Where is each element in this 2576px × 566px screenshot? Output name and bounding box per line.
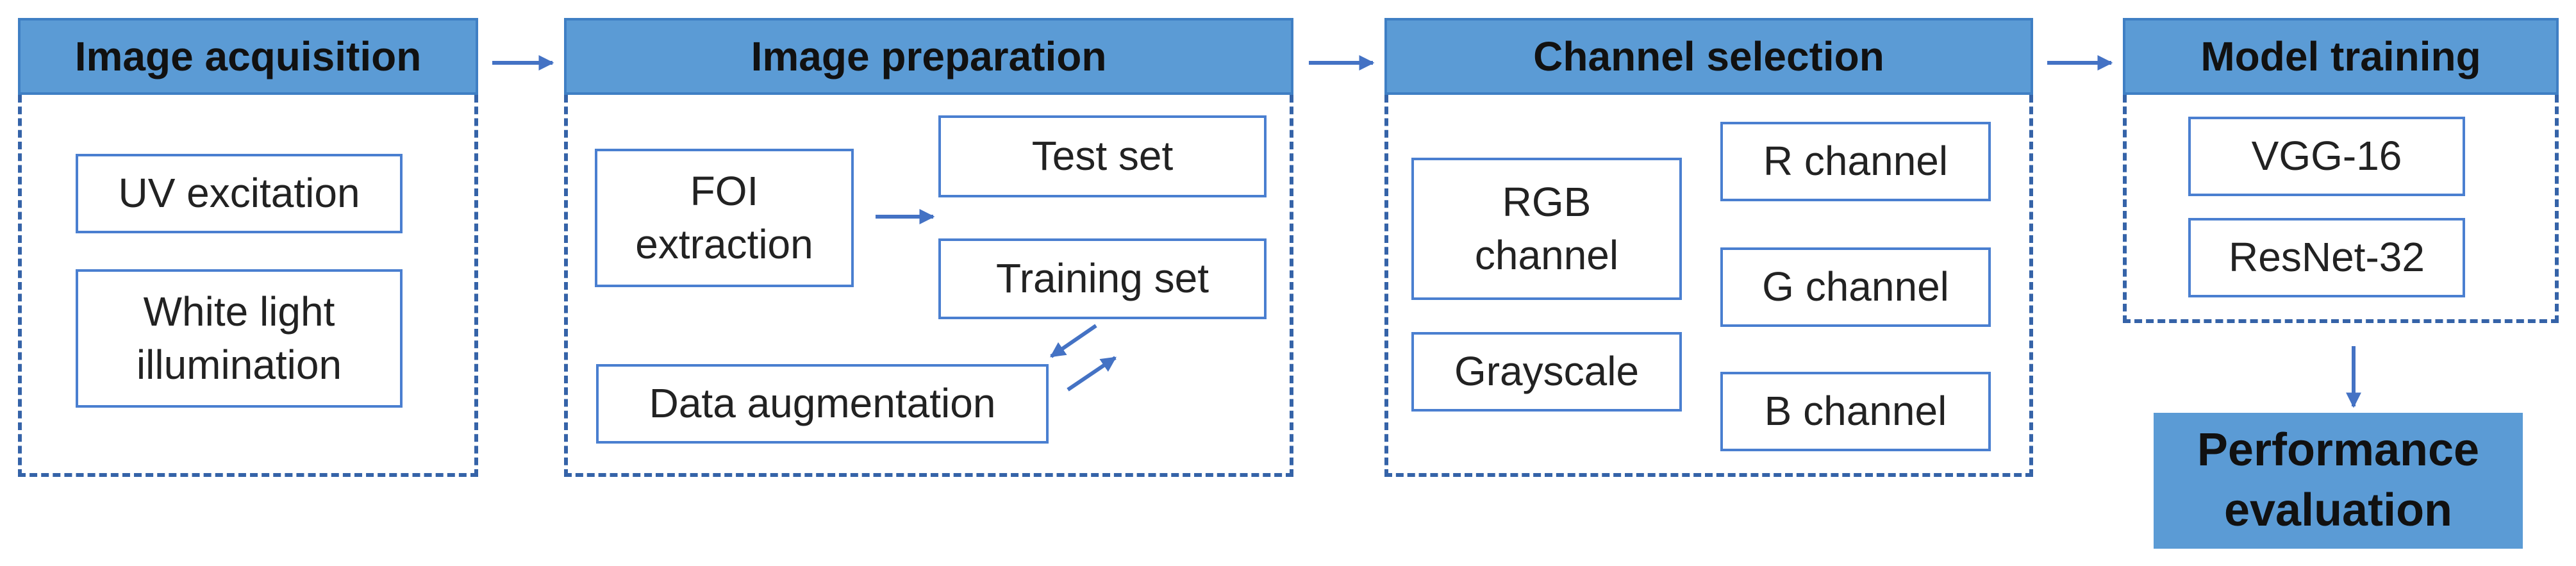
stage-group-image-preparation [564, 95, 1293, 477]
white-light-illumination-box: White light illumination [76, 269, 403, 408]
stage-header-image-acquisition: Image acquisition [18, 18, 478, 95]
stage-group-model-training [2123, 95, 2559, 323]
rgb-channel-box: RGB channel [1411, 158, 1682, 300]
stage-header-image-preparation: Image preparation [564, 18, 1293, 95]
test-set-box: Test set [938, 115, 1267, 197]
data-augmentation-box: Data augmentation [596, 364, 1049, 444]
vgg-16-box: VGG-16 [2188, 117, 2465, 196]
r-channel-box: R channel [1720, 122, 1991, 201]
performance-evaluation-box: Performance evaluation [2154, 413, 2523, 549]
uv-excitation-box: UV excitation [76, 154, 403, 233]
training-set-box: Training set [938, 238, 1267, 319]
stage-header-channel-selection: Channel selection [1384, 18, 2033, 95]
stage-group-channel-selection [1384, 95, 2033, 477]
foi-extraction-box: FOI extraction [595, 149, 854, 287]
g-channel-box: G channel [1720, 247, 1991, 327]
b-channel-box: B channel [1720, 372, 1991, 451]
resnet-32-box: ResNet-32 [2188, 218, 2465, 297]
grayscale-box: Grayscale [1411, 332, 1682, 412]
stage-header-model-training: Model training [2123, 18, 2559, 95]
stage-group-image-acquisition [18, 95, 478, 477]
